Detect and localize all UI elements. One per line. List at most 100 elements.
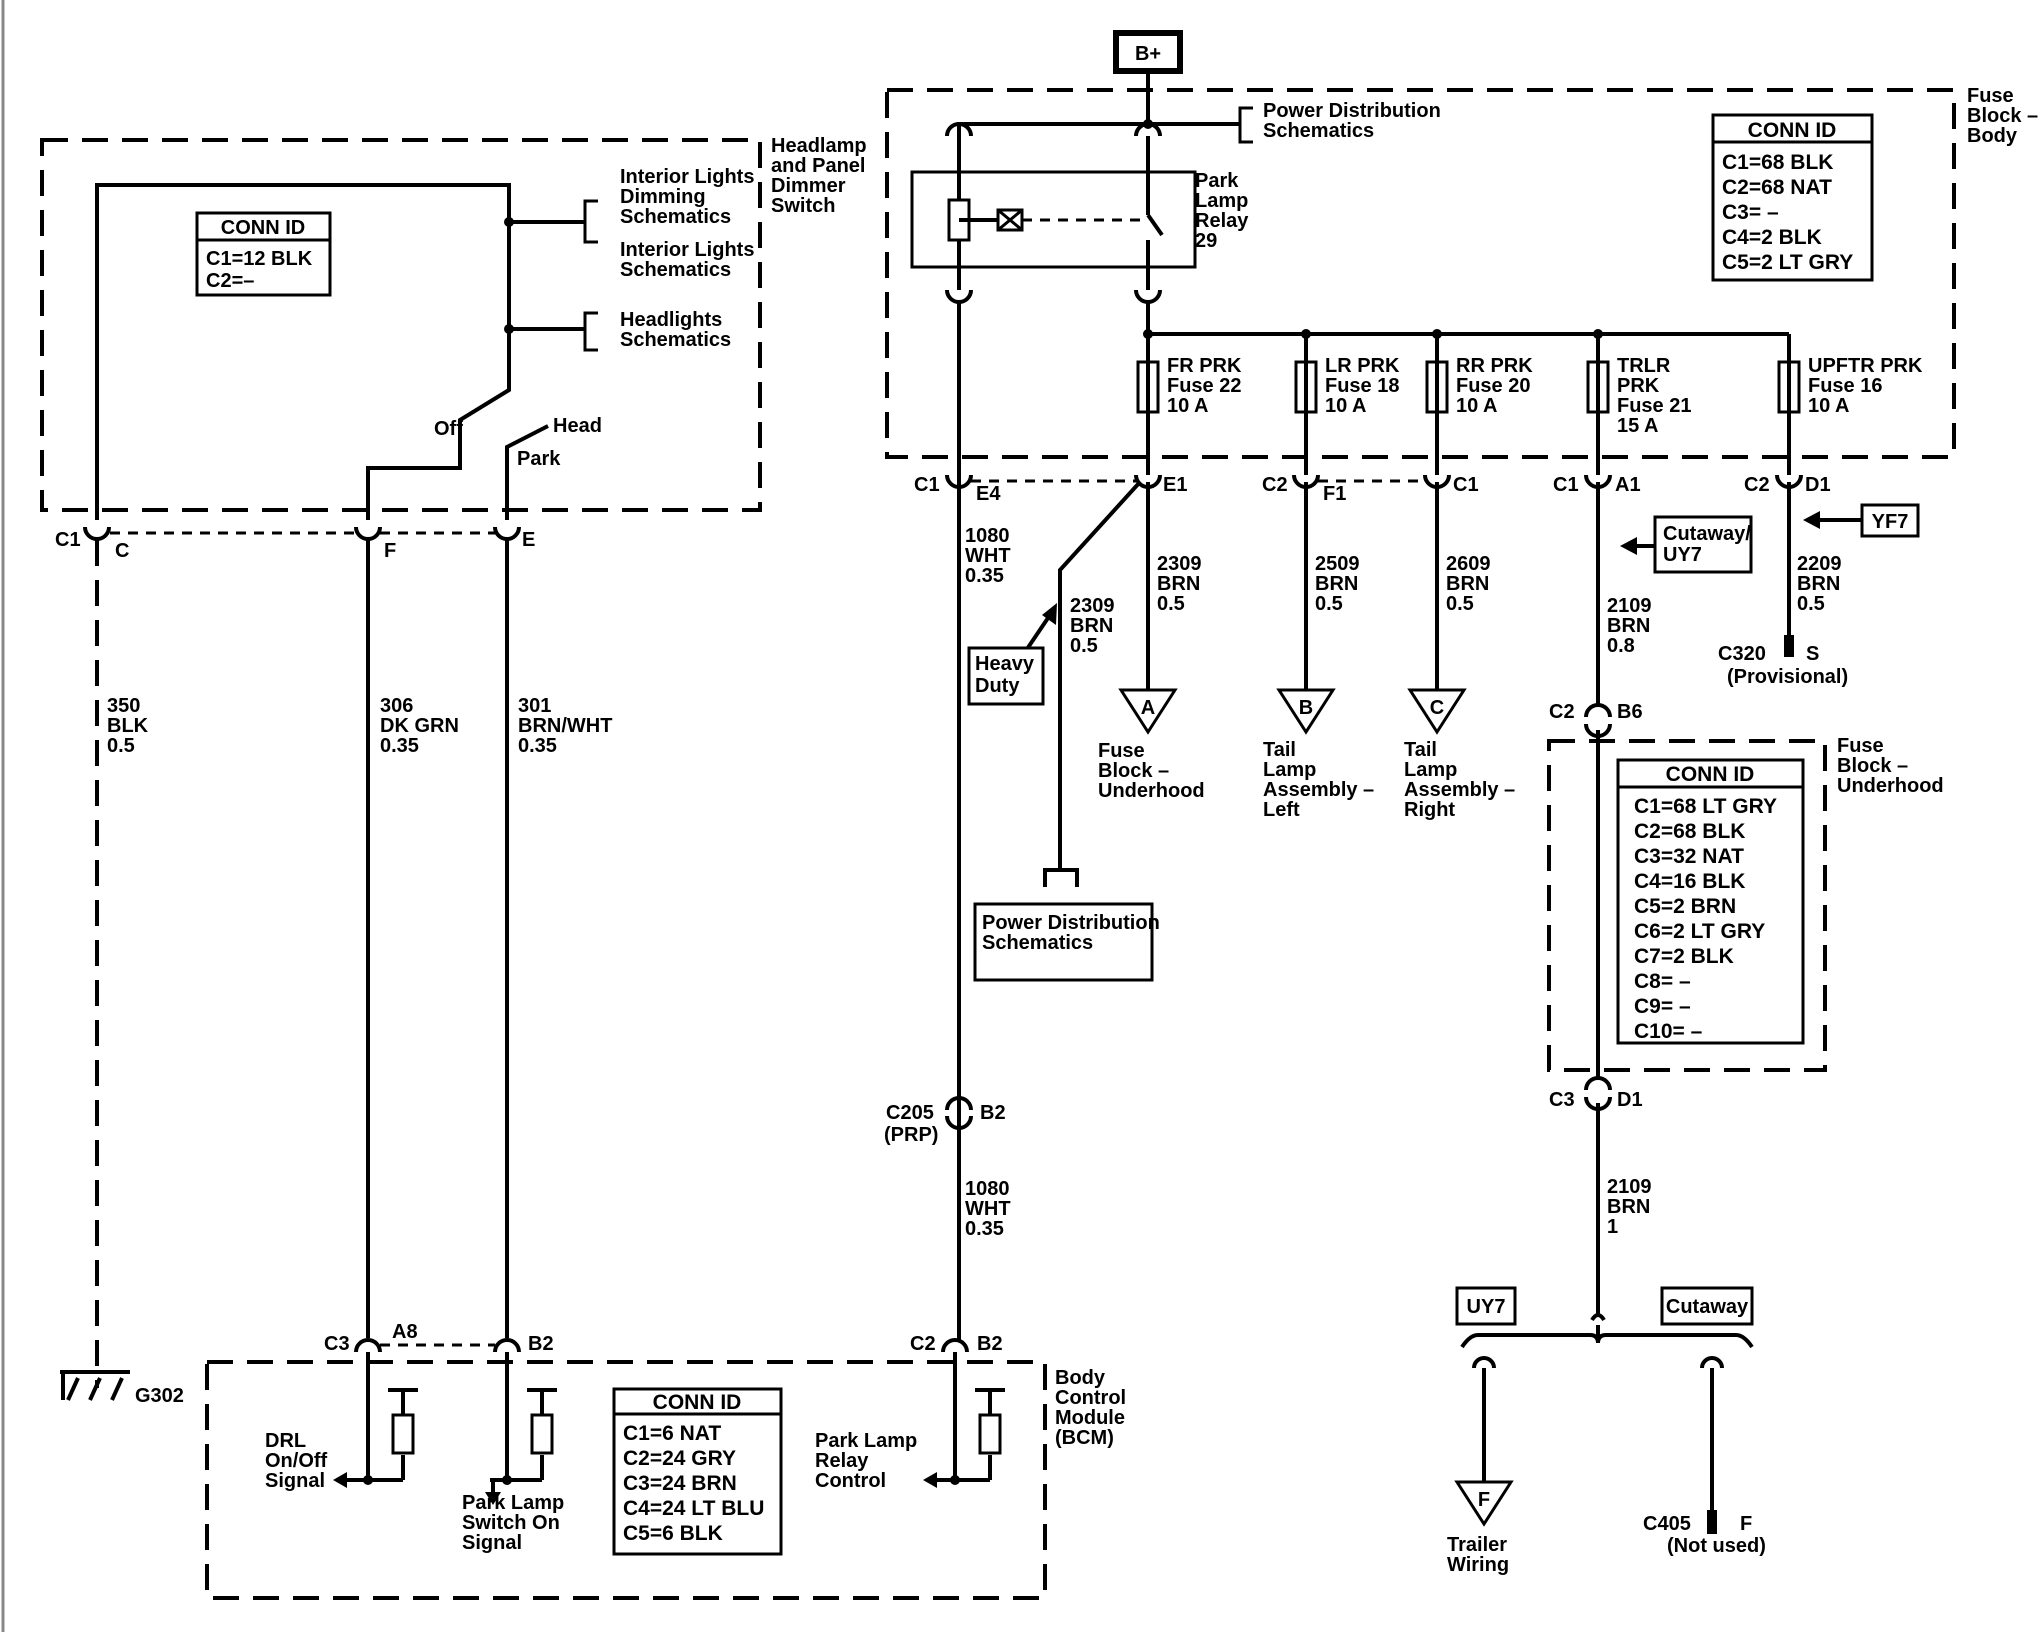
svg-text:C1: C1 bbox=[1553, 474, 1579, 496]
svg-text:2609: 2609 bbox=[1446, 553, 1491, 575]
svg-text:10 A: 10 A bbox=[1167, 395, 1209, 417]
svg-text:C9= –: C9= – bbox=[1634, 995, 1691, 1018]
bcm-input-drl bbox=[333, 1352, 418, 1488]
fuse-body-conn-id-title: CONN ID bbox=[1748, 119, 1837, 142]
wire-2609-label: 2609 BRN 0.5 bbox=[1446, 553, 1491, 615]
relay-label: Park Lamp Relay 29 bbox=[1195, 170, 1249, 252]
switch-head-contact bbox=[505, 424, 549, 520]
c320-note: (Provisional) bbox=[1727, 666, 1848, 688]
svg-text:F1: F1 bbox=[1323, 483, 1346, 505]
bcm-pin-b2: B2 bbox=[528, 1333, 554, 1355]
ref-headlights-label: Headlights Schematics bbox=[620, 309, 731, 351]
bcm-housing bbox=[205, 1360, 1047, 1600]
fuse-body-conn-lines: C1=68 BLK C2=68 NAT C3= – C4=2 BLK C5=2 … bbox=[1722, 151, 1853, 274]
c320-label: C320 bbox=[1718, 643, 1766, 665]
svg-text:Headlamp: Headlamp bbox=[771, 135, 867, 157]
svg-text:0.35: 0.35 bbox=[380, 735, 419, 757]
svg-text:Lamp: Lamp bbox=[1195, 190, 1248, 212]
svg-text:C3=32 NAT: C3=32 NAT bbox=[1634, 845, 1744, 868]
svg-text:0.35: 0.35 bbox=[518, 735, 557, 757]
svg-text:Control: Control bbox=[1055, 1387, 1126, 1409]
ref-interior-label: Interior Lights Schematics bbox=[620, 239, 754, 281]
svg-text:Dimmer: Dimmer bbox=[771, 175, 846, 197]
fuse-body-pins: C1 E4 E1 C2 F1 C1 C1 A1 C2 D1 bbox=[914, 474, 1831, 505]
svg-text:FR PRK: FR PRK bbox=[1167, 355, 1242, 377]
svg-text:0.8: 0.8 bbox=[1607, 635, 1635, 657]
bcm-name-label: Body Control Module (BCM) bbox=[1055, 1367, 1126, 1449]
sig-drl-label: DRL On/Off Signal bbox=[265, 1430, 328, 1492]
svg-text:BLK: BLK bbox=[107, 715, 149, 737]
bcm-conn-id-title: CONN ID bbox=[653, 1391, 742, 1414]
svg-text:C4=24 LT BLU: C4=24 LT BLU bbox=[623, 1497, 764, 1520]
svg-text:Block –: Block – bbox=[1098, 760, 1169, 782]
svg-text:10 A: 10 A bbox=[1456, 395, 1498, 417]
offpage-a bbox=[1118, 688, 1178, 735]
svg-text:and Panel: and Panel bbox=[771, 155, 865, 177]
svg-text:C2: C2 bbox=[1262, 474, 1288, 496]
switch-conn-id-title: CONN ID bbox=[221, 217, 305, 239]
svg-text:Lamp: Lamp bbox=[1404, 759, 1457, 781]
svg-text:0.5: 0.5 bbox=[1157, 593, 1185, 615]
svg-text:C5=6 BLK: C5=6 BLK bbox=[623, 1522, 723, 1545]
switch-name-label: Headlamp and Panel Dimmer Switch bbox=[771, 135, 867, 217]
fuse-under-name: Fuse Block – Underhood bbox=[1837, 735, 1944, 797]
svg-text:WHT: WHT bbox=[965, 1198, 1011, 1220]
offpage-f-letter: F bbox=[1478, 1489, 1490, 1511]
svg-text:BRN: BRN bbox=[1607, 615, 1650, 637]
wire-2109b-label: 2109 BRN 1 bbox=[1607, 1176, 1652, 1238]
heavy-duty-box bbox=[967, 646, 1045, 706]
switch-pin-c1: C1 bbox=[55, 529, 81, 551]
fuse-label-trlr: TRLR PRK Fuse 21 15 A bbox=[1617, 355, 1691, 437]
fuse-under-conn-lines: C1=68 LT GRY C2=68 BLK C3=32 NAT C4=16 B… bbox=[1634, 795, 1777, 1043]
svg-text:C1=68 BLK: C1=68 BLK bbox=[1722, 151, 1833, 174]
fuse-fr-prk bbox=[1136, 360, 1160, 414]
svg-text:Underhood: Underhood bbox=[1837, 775, 1944, 797]
svg-text:0.5: 0.5 bbox=[1315, 593, 1343, 615]
svg-text:Schematics: Schematics bbox=[1263, 120, 1374, 142]
svg-text:Right: Right bbox=[1404, 799, 1455, 821]
svg-text:Park: Park bbox=[1195, 170, 1239, 192]
wire-2209-label: 2209 BRN 0.5 bbox=[1797, 553, 1842, 615]
svg-text:C1=68 LT GRY: C1=68 LT GRY bbox=[1634, 795, 1777, 818]
svg-text:C6=2 LT GRY: C6=2 LT GRY bbox=[1634, 920, 1765, 943]
offpage-a-label: Fuse Block – Underhood bbox=[1098, 740, 1205, 802]
offpage-c bbox=[1407, 688, 1467, 735]
svg-text:BRN: BRN bbox=[1157, 573, 1200, 595]
svg-text:Assembly –: Assembly – bbox=[1404, 779, 1515, 801]
fuse-block-underhood bbox=[1547, 739, 1827, 1072]
bcm-pin-c2: C2 bbox=[910, 1333, 936, 1355]
switch-housing bbox=[40, 138, 762, 512]
svg-text:BRN: BRN bbox=[1607, 1196, 1650, 1218]
svg-text:Fuse: Fuse bbox=[1098, 740, 1145, 762]
cutaway-label: Cutaway bbox=[1666, 1296, 1749, 1318]
c205-label: C205 bbox=[886, 1102, 934, 1124]
svg-text:A1: A1 bbox=[1615, 474, 1641, 496]
svg-text:TRLR: TRLR bbox=[1617, 355, 1671, 377]
svg-text:Fuse 22: Fuse 22 bbox=[1167, 375, 1241, 397]
svg-text:DRL: DRL bbox=[265, 1430, 306, 1452]
power-dist-label: Power Distribution bbox=[982, 912, 1160, 934]
fuse-rr-prk bbox=[1425, 360, 1449, 414]
svg-text:E4: E4 bbox=[976, 483, 1001, 505]
svg-text:C2=24 GRY: C2=24 GRY bbox=[623, 1447, 736, 1470]
svg-text:0.5: 0.5 bbox=[107, 735, 135, 757]
c2-b6-pin: B6 bbox=[1617, 701, 1643, 723]
svg-text:UPFTR PRK: UPFTR PRK bbox=[1808, 355, 1923, 377]
svg-text:2109: 2109 bbox=[1607, 595, 1652, 617]
fuse-body-name: Fuse Block – Body bbox=[1967, 85, 2038, 147]
svg-text:Switch On: Switch On bbox=[462, 1512, 560, 1534]
fuse-label-rr: RR PRK Fuse 20 10 A bbox=[1456, 355, 1533, 417]
switch-conn-line: C2=– bbox=[206, 270, 254, 292]
uy7-box bbox=[1455, 1286, 1517, 1326]
svg-text:Signal: Signal bbox=[265, 1470, 325, 1492]
c205-pin: B2 bbox=[980, 1102, 1006, 1124]
offpage-b-letter: B bbox=[1299, 697, 1313, 719]
bplus-label: B+ bbox=[1135, 43, 1161, 65]
c320-pin: S bbox=[1806, 643, 1819, 665]
switch-ground-wire bbox=[95, 183, 511, 520]
svg-text:Signal: Signal bbox=[462, 1532, 522, 1554]
svg-text:306: 306 bbox=[380, 695, 413, 717]
offpage-b bbox=[1276, 688, 1336, 735]
ground-symbol bbox=[60, 1370, 130, 1401]
wire-2509-label: 2509 BRN 0.5 bbox=[1315, 553, 1360, 615]
